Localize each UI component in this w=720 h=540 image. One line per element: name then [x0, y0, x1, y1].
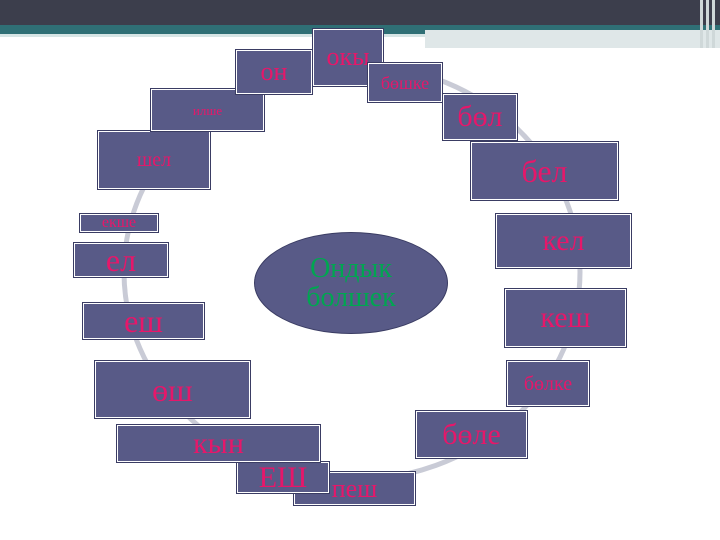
word-box-kyn: кын	[116, 424, 321, 463]
header-light-box	[425, 30, 720, 48]
word-label: еш	[124, 303, 163, 339]
word-box-oku: окы	[312, 28, 384, 87]
word-label: бөлке	[523, 372, 573, 395]
word-label: кеш	[540, 301, 591, 334]
word-box-shel: шел	[97, 130, 211, 190]
word-label: пеш	[331, 473, 378, 503]
word-label: он	[260, 57, 288, 86]
word-box-bolke: бөлке	[506, 360, 590, 407]
word-box-bole: бөле	[415, 410, 528, 459]
word-box-bolshe: бөшке	[367, 62, 443, 103]
header-dark-bar	[0, 0, 720, 25]
header-stripe	[712, 0, 715, 48]
word-label: кел	[542, 224, 585, 257]
word-box-ilshe: илше	[150, 88, 265, 132]
word-box-kesh: кеш	[504, 288, 627, 348]
word-label: шел	[136, 149, 172, 171]
header-stripe	[700, 0, 703, 48]
word-label: окы	[326, 42, 370, 71]
word-label: бел	[521, 153, 568, 189]
word-label: екше	[101, 214, 137, 231]
word-label: бөл	[457, 100, 503, 133]
header-stripe	[706, 0, 709, 48]
word-box-esh-bottom: ЕШ	[236, 461, 330, 494]
word-label: ЕШ	[258, 462, 308, 493]
word-box-bol: бөл	[442, 93, 518, 141]
word-box-esh: еш	[82, 302, 205, 340]
word-label: илше	[192, 102, 223, 118]
center-title-line2: болшек	[306, 282, 396, 313]
word-box-ekshe: екше	[79, 213, 159, 233]
word-label: өш	[152, 371, 193, 408]
center-title-line1: Ондык	[310, 252, 392, 284]
word-box-osh: өш	[94, 360, 251, 419]
word-box-bel: бел	[470, 141, 619, 201]
word-label: бөле	[442, 417, 501, 451]
word-label: бөшке	[380, 72, 430, 93]
word-label: ел	[105, 243, 137, 277]
word-label: кын	[193, 426, 244, 460]
word-box-kel: кел	[495, 213, 632, 269]
word-box-el: ел	[73, 242, 169, 278]
center-ellipse: Ондык болшек	[254, 232, 448, 334]
word-box-on: он	[235, 49, 313, 95]
